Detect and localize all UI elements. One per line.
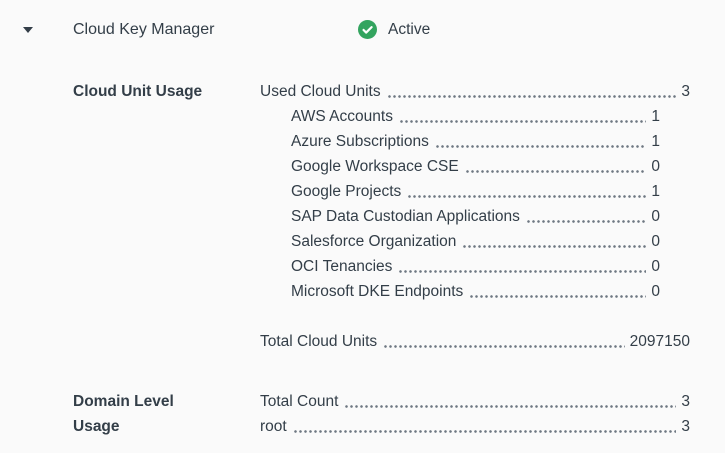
usage-breakdown-row: Microsoft DKE Endpoints 0	[291, 279, 660, 304]
usage-breakdown-row: Azure Subscriptions 1	[291, 129, 660, 154]
service-header: Cloud Key Manager Active	[0, 0, 725, 59]
dotted-leader	[462, 245, 647, 248]
usage-row-label: AWS Accounts	[291, 108, 393, 125]
cloud-unit-usage-section: Cloud Unit Usage Used Cloud Units 3 AWS …	[0, 79, 725, 354]
domain-level-usage-label: Domain Level Usage	[73, 393, 174, 435]
collapse-toggle[interactable]	[18, 21, 37, 38]
usage-breakdown-row: AWS Accounts 1	[291, 104, 660, 129]
usage-breakdown-row: Google Projects 1	[291, 179, 660, 204]
dotted-leader	[292, 430, 677, 433]
usage-row-label: OCI Tenancies	[291, 258, 393, 275]
used-cloud-units-value: 3	[681, 83, 690, 100]
dotted-leader	[434, 145, 647, 148]
usage-breakdown-row: OCI Tenancies 0	[291, 254, 660, 279]
usage-row-value: 0	[651, 283, 660, 300]
dotted-leader	[469, 295, 647, 298]
used-cloud-units-row: Used Cloud Units 3	[260, 79, 690, 104]
usage-row-value: 1	[651, 133, 660, 150]
used-cloud-units-label: Used Cloud Units	[260, 83, 381, 100]
dotted-leader	[386, 95, 677, 98]
dotted-leader	[344, 405, 677, 408]
cloud-unit-usage-label: Cloud Unit Usage	[73, 83, 203, 100]
domain-row-label: Total Count	[260, 393, 339, 410]
status-label: Active	[388, 20, 431, 38]
usage-breakdown-row: Salesforce Organization 0	[291, 229, 660, 254]
dotted-leader	[464, 170, 647, 173]
domain-usage-row: Total Count 3	[260, 389, 690, 414]
spacer	[260, 304, 690, 329]
total-cloud-units-row: Total Cloud Units 2097150	[260, 329, 690, 354]
usage-row-value: 0	[651, 208, 660, 225]
usage-row-value: 0	[651, 158, 660, 175]
service-title: Cloud Key Manager	[73, 20, 215, 38]
usage-breakdown-list: AWS Accounts 1 Azure Subscriptions 1 Goo…	[291, 104, 660, 304]
usage-row-label: Azure Subscriptions	[291, 133, 429, 150]
usage-row-label: Google Workspace CSE	[291, 158, 459, 175]
dotted-leader	[525, 220, 647, 223]
usage-breakdown-row: SAP Data Custodian Applications 0	[291, 204, 660, 229]
usage-row-label: Google Projects	[291, 183, 402, 200]
usage-row-value: 1	[651, 108, 660, 125]
dotted-leader	[383, 345, 625, 348]
usage-row-value: 0	[651, 258, 660, 275]
domain-usage-row: root 3	[260, 414, 690, 439]
dotted-leader	[398, 120, 647, 123]
dotted-leader	[407, 195, 647, 198]
domain-level-usage-content: Total Count 3 root 3	[260, 389, 690, 439]
usage-row-value: 1	[651, 183, 660, 200]
usage-breakdown-row: Google Workspace CSE 0	[291, 154, 660, 179]
check-circle-icon	[358, 20, 377, 39]
total-cloud-units-label: Total Cloud Units	[260, 333, 378, 350]
total-cloud-units-value: 2097150	[629, 333, 690, 350]
cloud-unit-usage-content: Used Cloud Units 3 AWS Accounts 1 Azure …	[260, 79, 690, 354]
usage-row-label: SAP Data Custodian Applications	[291, 208, 520, 225]
domain-row-value: 3	[681, 418, 690, 435]
usage-row-label: Salesforce Organization	[291, 233, 457, 250]
usage-row-label: Microsoft DKE Endpoints	[291, 283, 464, 300]
domain-level-usage-section: Domain Level Usage Total Count 3 root 3	[0, 389, 725, 439]
usage-row-value: 0	[651, 233, 660, 250]
dotted-leader	[398, 270, 647, 273]
domain-row-value: 3	[681, 393, 690, 410]
status-badge: Active	[358, 0, 430, 59]
chevron-down-icon	[22, 26, 33, 33]
domain-row-label: root	[260, 418, 287, 435]
